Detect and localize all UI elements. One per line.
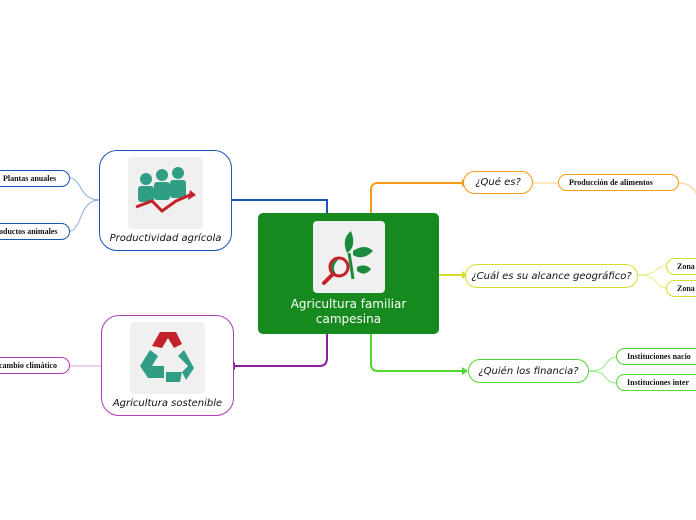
leaf-label: Instituciones inter — [627, 378, 689, 387]
topic-que-es[interactable]: ¿Qué es? — [463, 171, 533, 194]
leaf-label: Plantas anuales — [3, 174, 57, 183]
leaf-instituciones-internacionales[interactable]: Instituciones inter — [616, 374, 696, 391]
topic-alcance-geografico[interactable]: ¿Cuál es su alcance geográfico? — [465, 264, 638, 288]
leaf-produccion-alimentos[interactable]: Producción de alimentos — [558, 174, 679, 191]
connector-leaf-zona1 — [637, 265, 667, 276]
branch-sostenible[interactable]: Agricultura sostenible — [101, 315, 234, 416]
leaf-cambio-climatico[interactable]: ...cambio climático — [0, 357, 70, 374]
leaf-label: ...cambio climático — [0, 361, 57, 370]
connector-leaf-animales — [69, 199, 100, 232]
connector-leaf-plantas — [69, 177, 100, 201]
connector-sostenible — [234, 334, 328, 367]
recycle-icon — [130, 322, 205, 394]
connector-financia — [370, 334, 462, 372]
leaf-zona-1[interactable]: Zona — [666, 258, 696, 275]
topic-quien-financia[interactable]: ¿Quién los financia? — [468, 359, 589, 383]
connector-leaf-inter — [588, 370, 617, 384]
leaf-productos-animales[interactable]: ...oductos animales — [0, 223, 70, 240]
connector-leaf-produccion-tail — [678, 182, 696, 194]
leaf-label: Zona — [677, 262, 695, 271]
connector-que-es — [370, 182, 462, 213]
topic-label-financia: ¿Quién los financia? — [478, 365, 579, 377]
plant-search-icon — [312, 220, 385, 293]
connector-productividad — [232, 199, 328, 213]
leaf-label: Producción de alimentos — [569, 178, 653, 187]
connector-leaf-zona2 — [637, 274, 667, 289]
leaf-label: Instituciones nacio — [627, 352, 691, 361]
arrow-head-financia — [462, 367, 468, 375]
branch-productividad[interactable]: Productividad agrícola — [99, 150, 232, 251]
leaf-plantas-anuales[interactable]: Plantas anuales — [0, 170, 70, 187]
leaf-instituciones-nacionales[interactable]: Instituciones nacio — [616, 348, 696, 365]
connector-leaf-nacio — [588, 356, 617, 372]
growth-chart-people-icon — [128, 157, 203, 229]
leaf-label: Zona — [677, 284, 695, 293]
leaf-zona-2[interactable]: Zona — [666, 280, 696, 297]
leaf-label: ...oductos animales — [0, 227, 58, 236]
topic-label-que-es: ¿Qué es? — [475, 177, 521, 188]
branch-label-sostenible: Agricultura sostenible — [112, 398, 223, 409]
branch-label-productividad: Productividad agrícola — [109, 233, 222, 244]
topic-label-alcance: ¿Cuál es su alcance geográfico? — [471, 270, 632, 282]
